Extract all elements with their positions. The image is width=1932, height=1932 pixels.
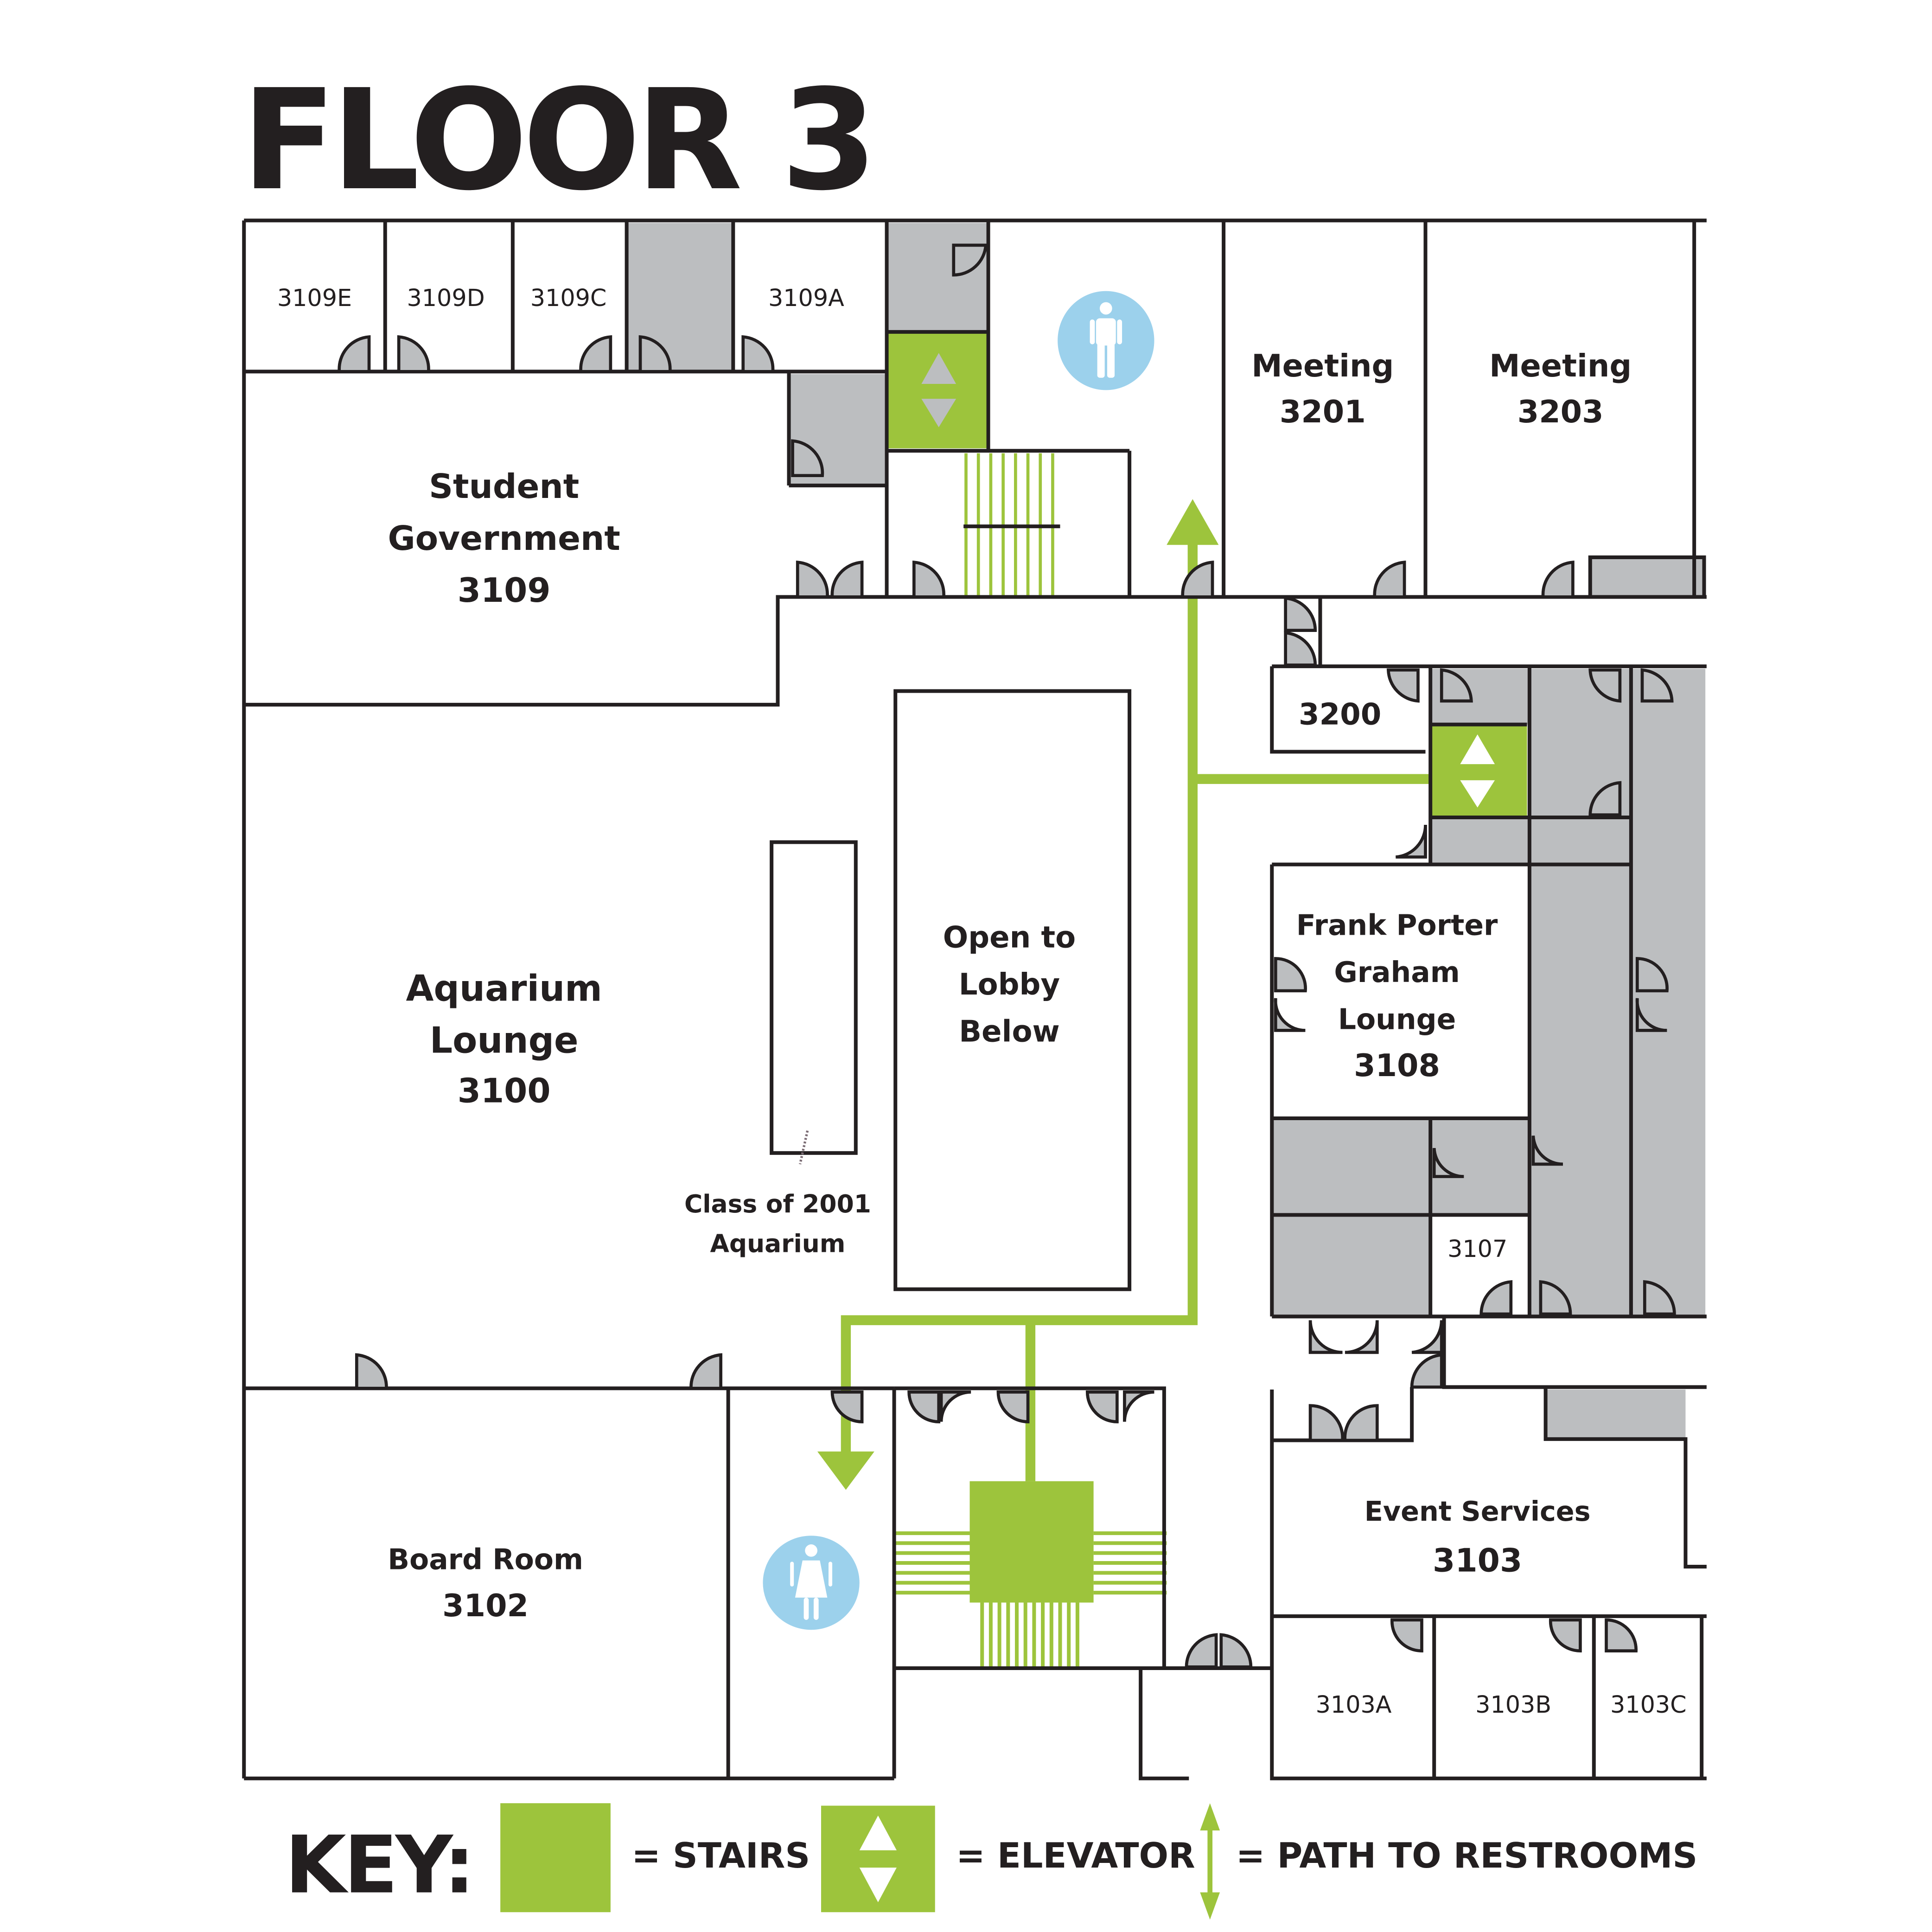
room-3103a: 3103A: [1316, 1691, 1392, 1718]
student-gov-line2: Government: [388, 519, 620, 558]
fpg-lounge-line1: Frank Porter: [1296, 909, 1498, 942]
path-to-restrooms: [817, 499, 1431, 1490]
doors: [338, 243, 1676, 1669]
room-labels: 3109E 3109D 3109C 3109A Student Governme…: [277, 284, 1687, 1718]
student-gov-line1: Student: [429, 467, 579, 506]
fpg-lounge-line2: Graham: [1334, 956, 1460, 989]
fpg-lounge-line3: Lounge: [1338, 1003, 1456, 1036]
walls: [242, 218, 1707, 1780]
open-lobby-line2: Lobby: [959, 968, 1060, 1002]
fpg-lounge-number: 3108: [1354, 1047, 1440, 1084]
aquarium-lounge-line1: Aquarium: [406, 968, 602, 1009]
map-key: KEY: = STAIRS = ELEVATOR = PATH TO RESTR…: [285, 1803, 1697, 1920]
stairs-central: [895, 1481, 1167, 1669]
elevator-down-icon: [1460, 780, 1495, 808]
room-3103b: 3103B: [1475, 1691, 1551, 1718]
aquarium-feature-line1: Class of 2001: [684, 1189, 871, 1218]
aquarium-lounge-number: 3100: [458, 1071, 551, 1110]
key-label: KEY:: [285, 1819, 472, 1912]
elevator-down-icon: [921, 399, 956, 427]
stairs-icon: [500, 1803, 611, 1913]
board-room-number: 3102: [442, 1588, 529, 1624]
room-3109a: 3109A: [768, 284, 844, 312]
meeting-3203-name: Meeting: [1489, 348, 1632, 384]
room-3109e: 3109E: [277, 284, 352, 312]
room-3109d: 3109D: [407, 284, 485, 312]
room-3109c: 3109C: [530, 284, 607, 312]
path-arrow-icon: [1200, 1803, 1220, 1920]
elevator-up-icon: [921, 353, 956, 384]
stairs-north: [963, 453, 1060, 597]
womens-restroom-icon: [763, 1536, 860, 1630]
elevator-north: [886, 332, 988, 448]
elevator-east: [1430, 724, 1527, 817]
mens-restroom-icon: [1058, 291, 1154, 390]
elevator-up-icon: [1460, 734, 1495, 765]
aquarium-feature-line2: Aquarium: [710, 1229, 846, 1258]
open-lobby-line1: Open to: [943, 920, 1076, 955]
open-lobby-line3: Below: [959, 1014, 1060, 1049]
board-room-name: Board Room: [388, 1543, 583, 1576]
page-title: FLOOR 3: [242, 59, 873, 221]
key-stairs-label: = STAIRS: [631, 1836, 810, 1876]
meeting-3203-number: 3203: [1518, 394, 1604, 430]
arrow-up-icon: [1167, 499, 1219, 545]
key-path-label: = PATH TO RESTROOMS: [1236, 1836, 1697, 1876]
room-3107: 3107: [1447, 1235, 1507, 1262]
event-services-number: 3103: [1433, 1543, 1522, 1580]
aquarium-lounge-line2: Lounge: [430, 1020, 579, 1061]
student-gov-number: 3109: [458, 571, 551, 610]
meeting-3201-name: Meeting: [1251, 348, 1394, 384]
room-3103c: 3103C: [1610, 1691, 1687, 1718]
key-elevator-label: = ELEVATOR: [956, 1836, 1195, 1876]
meeting-3201-number: 3201: [1280, 394, 1366, 430]
event-services-name: Event Services: [1365, 1495, 1591, 1527]
room-3200: 3200: [1299, 698, 1381, 732]
arrow-down-icon: [817, 1451, 874, 1490]
